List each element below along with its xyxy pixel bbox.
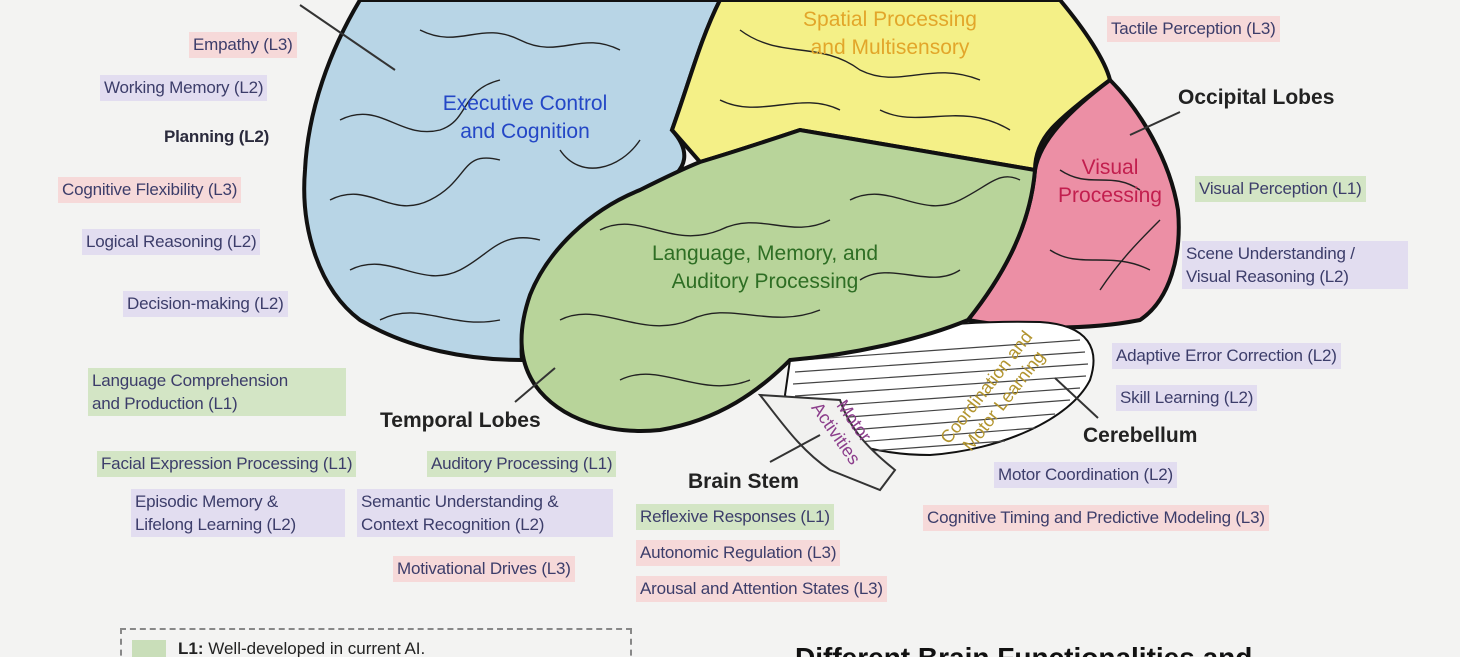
label-auditory-processing: Auditory Processing (L1) xyxy=(427,451,617,477)
label-motivational-drives: Motivational Drives (L3) xyxy=(393,556,575,582)
label-cognitive-timing: Cognitive Timing and Predictive Modeling… xyxy=(923,505,1269,531)
section-occipital: Occipital Lobes xyxy=(1178,86,1335,109)
legend-level: L1: xyxy=(178,639,204,657)
label-autonomic-regulation: Autonomic Regulation (L3) xyxy=(636,540,841,566)
legend-swatch-l1 xyxy=(132,640,166,657)
label-working-memory: Working Memory (L2) xyxy=(100,75,268,101)
label-skill-learning: Skill Learning (L2) xyxy=(1116,385,1258,411)
label-semantic-understanding: Semantic Understanding & Context Recogni… xyxy=(357,489,613,537)
region-parietal: Spatial Processing and Multisensory xyxy=(803,8,977,59)
leader-lines xyxy=(299,4,1181,463)
label-adaptive-error: Adaptive Error Correction (L2) xyxy=(1112,343,1341,369)
section-temporal: Temporal Lobes xyxy=(380,409,541,432)
gyri-lines xyxy=(329,29,1161,387)
label-planning: Planning (L2) xyxy=(164,127,270,146)
bottom-title: Different Brain Functionalities and xyxy=(795,642,1252,657)
section-brain-stem: Brain Stem xyxy=(688,470,799,493)
section-cerebellum: Cerebellum xyxy=(1083,424,1198,447)
legend-entry-l1: L1: Well-developed in current AI. xyxy=(178,639,425,657)
label-empathy: Empathy (L3) xyxy=(189,32,297,58)
label-logical-reasoning: Logical Reasoning (L2) xyxy=(82,229,261,255)
label-motor-coordination: Motor Coordination (L2) xyxy=(994,462,1177,488)
region-frontal: Executive Control and Cognition xyxy=(442,92,608,143)
label-tactile-perception: Tactile Perception (L3) xyxy=(1107,16,1280,42)
cerebellum-stripes xyxy=(792,339,1089,452)
region-occipital: Visual Processing xyxy=(1058,156,1162,207)
label-facial-expression: Facial Expression Processing (L1) xyxy=(97,451,357,477)
legend: L1: Well-developed in current AI. xyxy=(120,628,632,657)
label-scene-understanding: Scene Understanding / Visual Reasoning (… xyxy=(1182,241,1408,289)
label-visual-perception: Visual Perception (L1) xyxy=(1195,176,1366,202)
legend-description: Well-developed in current AI. xyxy=(208,639,426,657)
label-reflexive-responses: Reflexive Responses (L1) xyxy=(636,504,834,530)
brain-stem xyxy=(757,393,897,492)
label-decision-making: Decision-making (L2) xyxy=(123,291,288,317)
label-cognitive-flexibility: Cognitive Flexibility (L3) xyxy=(58,177,242,203)
label-arousal-attention: Arousal and Attention States (L3) xyxy=(636,576,887,602)
temporal-lobe xyxy=(519,127,1038,433)
label-language-comprehension: Language Comprehension and Production (L… xyxy=(88,368,346,416)
region-temporal: Language, Memory, and Auditory Processin… xyxy=(651,242,879,293)
label-episodic-memory: Episodic Memory & Lifelong Learning (L2) xyxy=(131,489,345,537)
